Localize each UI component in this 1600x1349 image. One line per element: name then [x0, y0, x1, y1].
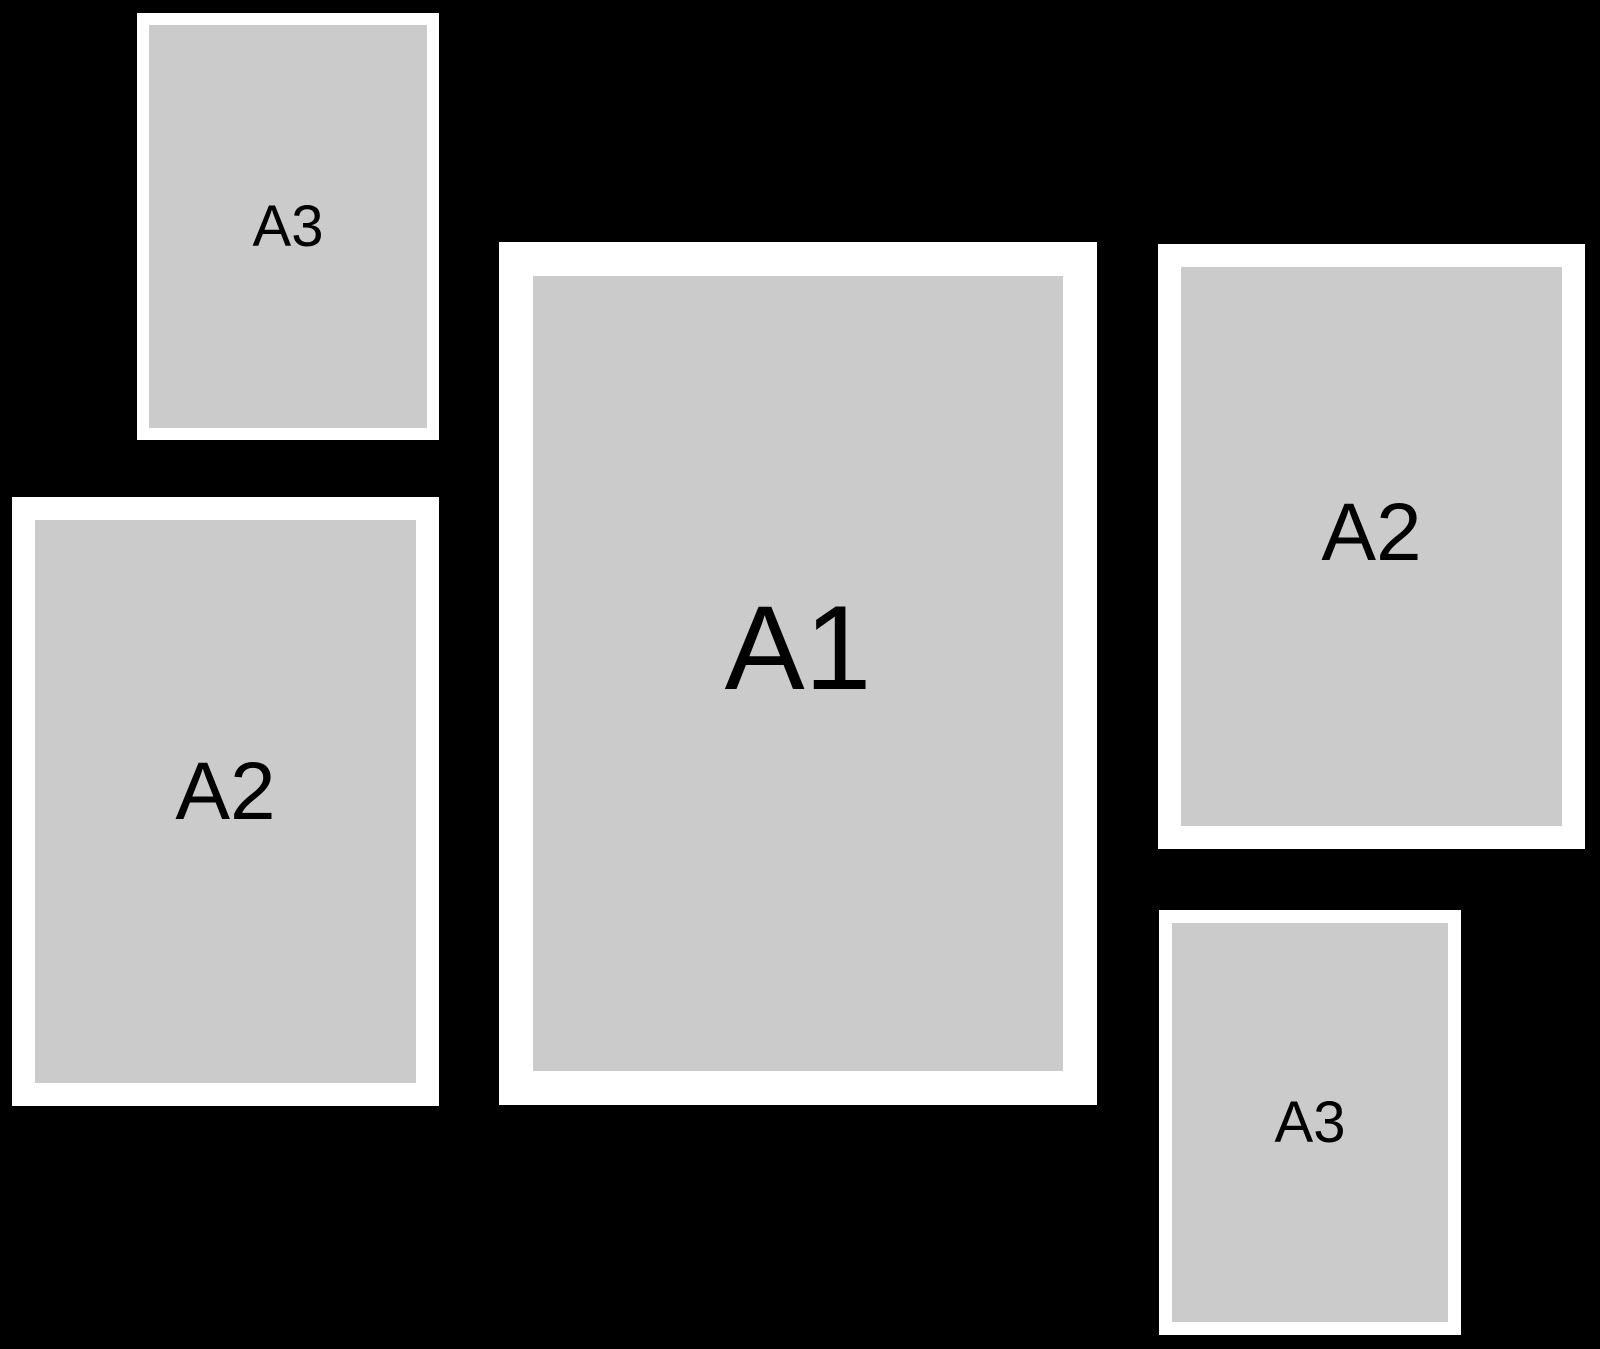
size-label-a2-right: A2 [1321, 486, 1422, 578]
poster-frame-a1-center: A1 [499, 242, 1097, 1105]
size-label-a1-center: A1 [724, 580, 872, 715]
poster-paper-a2-left: A2 [35, 520, 416, 1083]
poster-frame-a3-top-left: A3 [137, 13, 439, 440]
size-label-a2-left: A2 [175, 745, 276, 837]
poster-paper-a1-center: A1 [533, 276, 1063, 1071]
poster-paper-a2-right: A2 [1181, 267, 1562, 826]
poster-frame-a3-bottom-right: A3 [1159, 910, 1461, 1335]
size-label-a3-bottom-right: A3 [1274, 1089, 1346, 1155]
poster-paper-a3-bottom-right: A3 [1172, 923, 1448, 1322]
size-label-a3-top-left: A3 [252, 193, 324, 259]
poster-frame-a2-right: A2 [1158, 244, 1585, 849]
poster-paper-a3-top-left: A3 [149, 25, 427, 428]
poster-frame-a2-left: A2 [12, 497, 439, 1106]
